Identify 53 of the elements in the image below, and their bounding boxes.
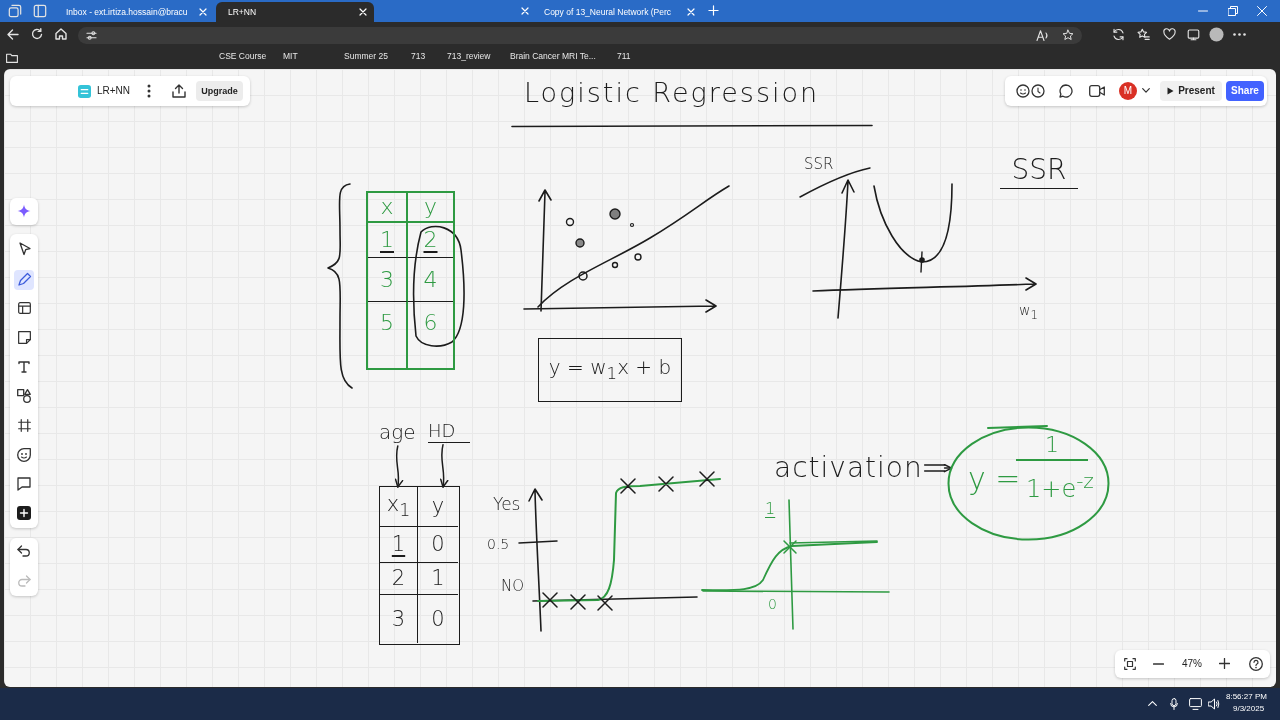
tick-label: 1 [765, 500, 776, 519]
table-cell: x [368, 193, 408, 223]
arrow [394, 445, 404, 488]
axis-label: SSR [804, 156, 834, 174]
clock-time: 8:56:27 PM [1226, 692, 1267, 702]
table-cell: 5 [368, 302, 408, 368]
tick-label: 0 [768, 596, 777, 613]
zoom-level: 47% [1182, 658, 1202, 670]
handwritten-text: HD [428, 421, 470, 443]
table-cell: 1 [418, 563, 458, 595]
handwritten-text: SSR [1000, 154, 1078, 190]
table-cell: 4 [408, 258, 453, 302]
share-button: Share [1226, 81, 1264, 101]
bookmark-link: 713_review [447, 51, 491, 62]
upgrade-button: Upgrade [196, 81, 243, 101]
bookmark-link: CSE Course [219, 51, 267, 62]
axis-label: NO [501, 578, 525, 596]
bookmark-link: MIT [283, 51, 298, 62]
bookmark-link: Brain Cancer MRI Te... [510, 51, 596, 62]
fraction-denominator: 1+e$^{-z}$ [1026, 470, 1094, 504]
table-cell: 1 [368, 223, 408, 258]
axis-label: Yes [493, 495, 521, 515]
browser-tab: LR+NN [216, 2, 374, 22]
bookmark-link: Summer 25 [344, 51, 388, 62]
table-cell: y [408, 193, 453, 223]
board-name: LR+NN [97, 85, 131, 97]
bookmark-link: 713 [411, 51, 426, 62]
arrow [439, 443, 449, 488]
tick-label: 0.5 [487, 536, 510, 553]
table-cell: y [418, 487, 458, 527]
table-cell-text: 6 [422, 309, 439, 337]
axis-label: w$_{1}$ [1019, 302, 1038, 323]
clock-date: 9/3/2025 [1233, 704, 1265, 714]
present-button: Present [1160, 81, 1222, 101]
table-cell: 2 [408, 223, 453, 258]
arrow [923, 463, 953, 473]
table-cell: 3 [368, 258, 408, 302]
table-cell: 3 [380, 595, 418, 643]
bookmark-link: 711 [617, 51, 631, 62]
handwritten-text: age [379, 421, 416, 444]
tab-title: Inbox - ext.irtiza.hossain@bracu [66, 5, 188, 19]
table-cell: 2 [380, 563, 418, 595]
table-cell: 0 [418, 527, 458, 563]
table-cell-text: 0 [430, 605, 446, 633]
fraction-numerator: 1 [1016, 432, 1088, 462]
table-cell: x$_{1}$ [380, 487, 418, 527]
formula-ellipse [946, 424, 1111, 543]
equation-box: y = w$_{1}$x + b [538, 338, 682, 402]
formula-text: y = [968, 462, 1021, 497]
handwritten-text: activation [774, 452, 923, 485]
tab-title: Copy of 13_Neural Network (Perc [544, 5, 672, 19]
page-title: Logistic Regression [524, 77, 820, 109]
table-cell: 1 [380, 527, 418, 563]
